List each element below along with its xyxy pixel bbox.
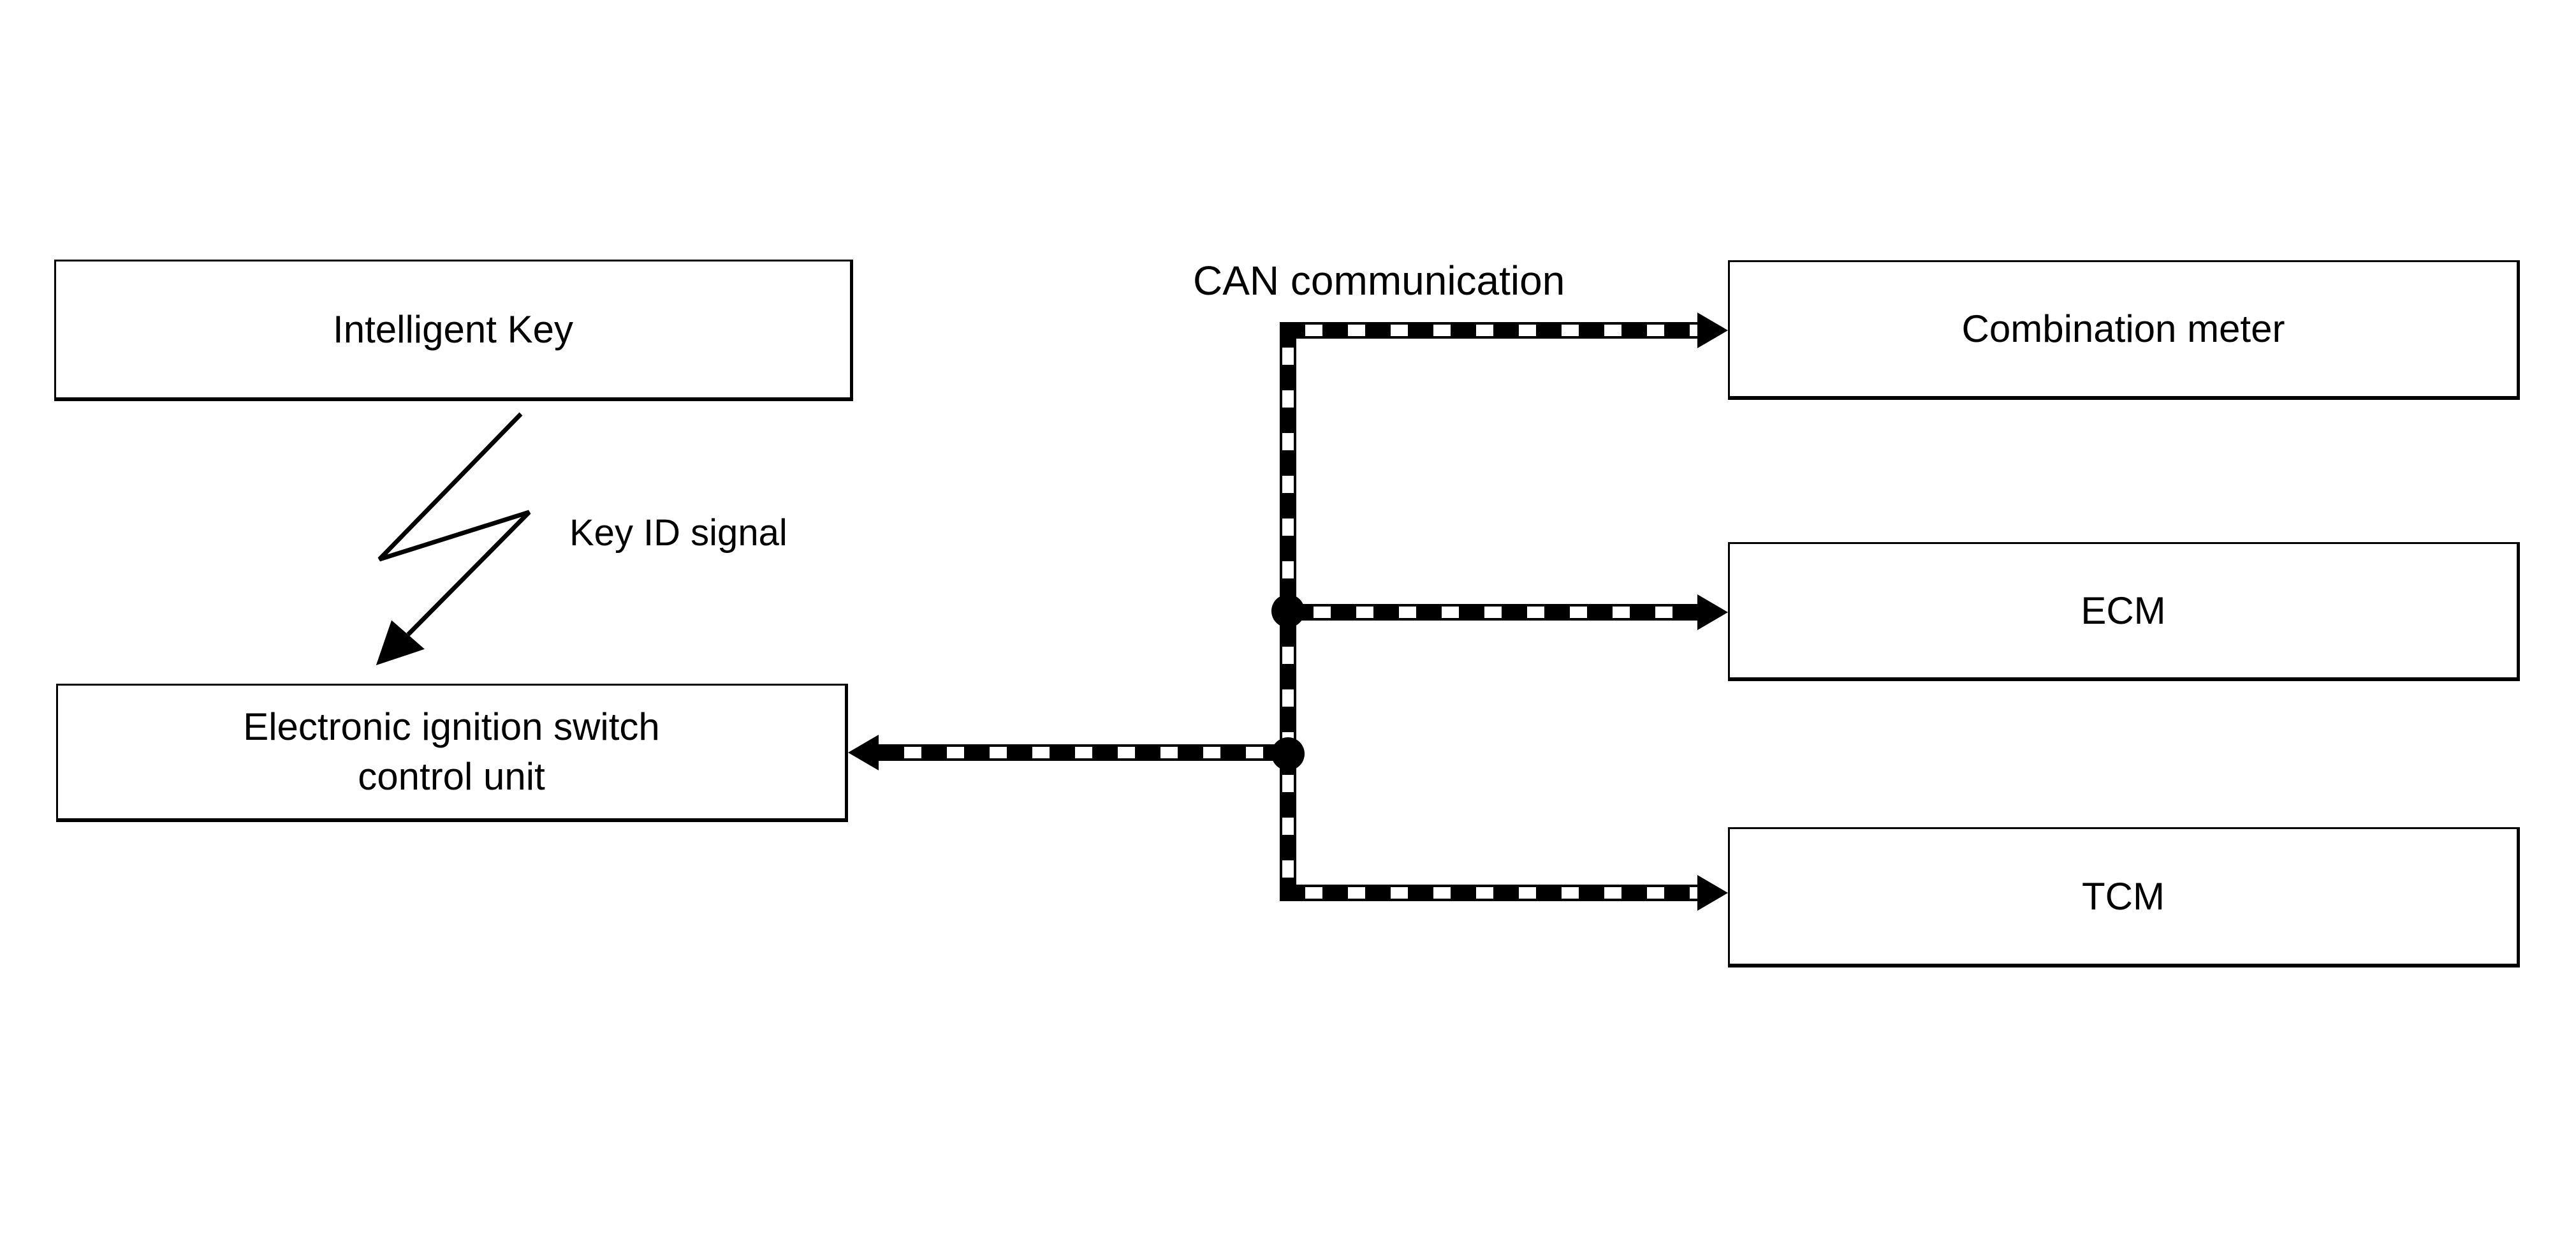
can-communication-label: CAN communication xyxy=(1193,258,1565,304)
can-bus-branch-tcm xyxy=(1280,885,1697,901)
electronic-ignition-switch-control-unit-box: Electronic ignition switch control unit xyxy=(56,684,848,822)
key-id-signal-label: Key ID signal xyxy=(569,512,787,554)
bus-junction-dot-ecm xyxy=(1271,594,1305,628)
can-bus-branch-ecm xyxy=(1288,604,1697,621)
intelligent-key-label: Intelligent Key xyxy=(333,307,573,351)
lightning-arrowhead-icon xyxy=(376,620,425,666)
tcm-label: TCM xyxy=(2082,874,2165,918)
can-bus-branch-combination-meter xyxy=(1280,322,1697,339)
bus-junction-dot-eis xyxy=(1271,737,1305,770)
eis-label-line1: Electronic ignition switch xyxy=(243,705,660,748)
combination-meter-box: Combination meter xyxy=(1728,260,2520,400)
arrowhead-to-combination-meter-icon xyxy=(1697,313,1728,348)
lightning-zigzag-line xyxy=(377,412,531,636)
combination-meter-label: Combination meter xyxy=(1961,307,2285,350)
intelligent-key-box: Intelligent Key xyxy=(54,260,853,401)
ecm-box: ECM xyxy=(1728,542,2520,681)
arrowhead-to-ecm-icon xyxy=(1697,594,1728,630)
arrowhead-to-eis-control-unit-icon xyxy=(848,735,879,770)
ecm-label: ECM xyxy=(2081,589,2166,632)
can-bus-branch-eis-control-unit xyxy=(879,744,1296,761)
arrowhead-to-tcm-icon xyxy=(1697,875,1728,911)
eis-label-line2: control unit xyxy=(358,755,545,798)
tcm-box: TCM xyxy=(1728,827,2520,967)
